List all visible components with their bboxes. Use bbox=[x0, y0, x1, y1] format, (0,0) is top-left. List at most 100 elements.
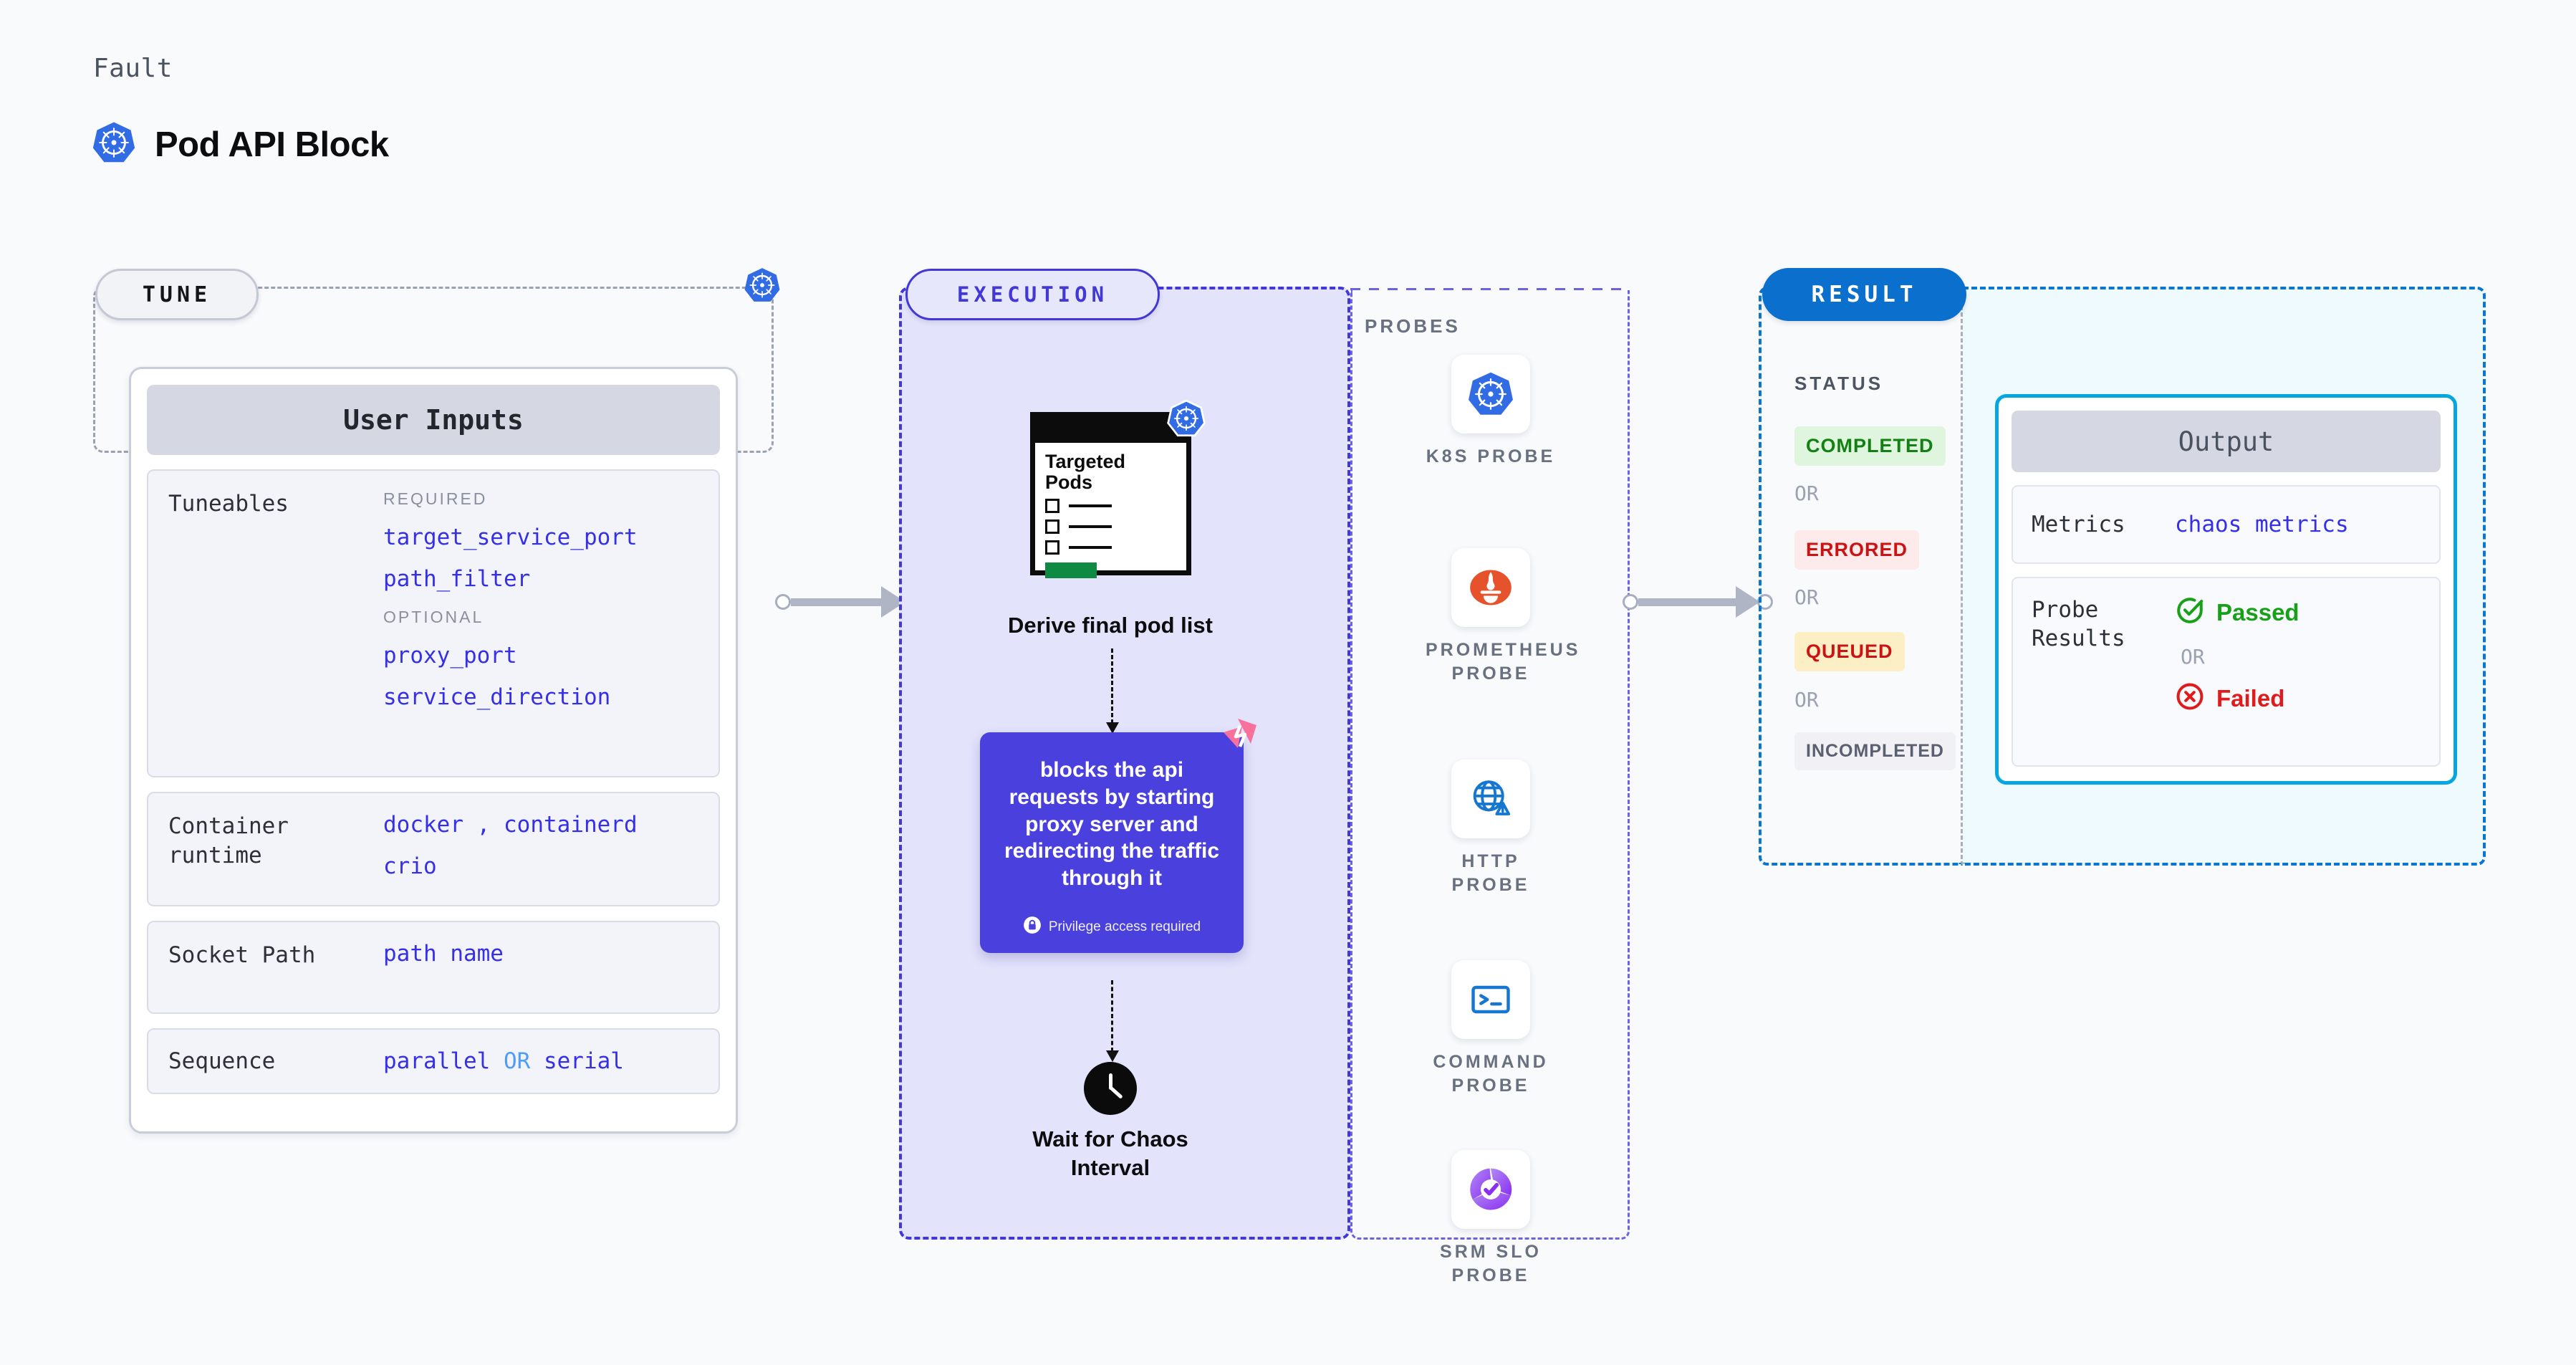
metrics-label: Metrics bbox=[2032, 511, 2125, 537]
metrics-section: Metrics chaos metrics bbox=[2012, 485, 2441, 564]
container-runtime-section: Container runtime docker , containerd cr… bbox=[147, 792, 720, 906]
status-or-2: OR bbox=[1794, 585, 1819, 609]
pod-list-item bbox=[1045, 499, 1176, 514]
passed-label: Passed bbox=[2216, 598, 2299, 626]
green-bar bbox=[1045, 562, 1097, 579]
flow-arrow-derive-to-fault bbox=[1106, 648, 1119, 734]
probe-label: HTTP PROBE bbox=[1451, 851, 1530, 895]
status-badge-queued: QUEUED bbox=[1794, 632, 1905, 671]
x-circle-icon bbox=[2175, 681, 2205, 715]
fault-header: Pod API Block bbox=[92, 120, 389, 168]
check-circle-icon bbox=[2175, 595, 2205, 629]
container-runtime-label: Container runtime bbox=[168, 813, 289, 868]
execution-pill[interactable]: EXECUTION bbox=[905, 269, 1160, 320]
probe-item-prometheus[interactable]: PROMETHEUS PROBE bbox=[1426, 548, 1581, 686]
lock-icon bbox=[1023, 916, 1042, 939]
sequence-or: OR bbox=[503, 1048, 531, 1074]
kubernetes-icon bbox=[1451, 355, 1530, 434]
probe-label: K8S PROBE bbox=[1426, 446, 1556, 466]
tuneables-label: Tuneables bbox=[168, 491, 289, 517]
tuneable-target-service-port[interactable]: target_service_port bbox=[383, 525, 638, 550]
runtime-containerd[interactable]: containerd bbox=[504, 812, 638, 838]
probe-label: PROMETHEUS PROBE bbox=[1426, 640, 1581, 684]
terminal-icon bbox=[1451, 960, 1530, 1039]
connector-bar bbox=[1638, 598, 1737, 606]
targeted-pods-card: Targeted Pods bbox=[1030, 399, 1206, 579]
container-runtime-values: docker , containerd crio bbox=[383, 812, 698, 886]
required-tag: REQUIRED bbox=[383, 489, 488, 508]
flow-arrow-fault-to-wait bbox=[1106, 980, 1119, 1062]
runtime-docker[interactable]: docker bbox=[383, 812, 463, 838]
list-dash bbox=[1069, 546, 1112, 549]
status-section-label: STATUS bbox=[1794, 373, 1884, 394]
connector-start-dot bbox=[1623, 594, 1638, 610]
connector-bar bbox=[791, 598, 883, 606]
status-or-3: OR bbox=[1794, 688, 1819, 712]
prometheus-icon bbox=[1451, 548, 1530, 627]
connector-arrowhead bbox=[1736, 586, 1760, 618]
fault-action-card: blocks the api requests by starting prox… bbox=[980, 719, 1256, 953]
harness-logo bbox=[1216, 717, 1259, 760]
user-inputs-card: User Inputs Tuneables REQUIRED target_se… bbox=[129, 367, 738, 1134]
globe-warning-icon bbox=[1451, 760, 1530, 838]
checkbox-icon bbox=[1045, 540, 1059, 555]
runtime-crio[interactable]: crio bbox=[383, 853, 437, 879]
clock-icon bbox=[1084, 1062, 1137, 1115]
pod-list-item bbox=[1045, 540, 1176, 555]
output-title: Output bbox=[2012, 411, 2441, 472]
probe-result-failed: Failed bbox=[2175, 681, 2421, 715]
status-badge-incompleted: INCOMPLETED bbox=[1794, 732, 1956, 770]
result-pill[interactable]: RESULT bbox=[1762, 268, 1966, 321]
targeted-pods-body: Targeted Pods bbox=[1035, 443, 1186, 587]
list-dash bbox=[1069, 525, 1112, 528]
pod-list-item bbox=[1045, 519, 1176, 535]
user-inputs-title: User Inputs bbox=[147, 385, 720, 455]
probe-result-passed: Passed bbox=[2175, 595, 2421, 629]
checkbox-icon bbox=[1045, 519, 1059, 535]
probe-results-label: Probe Results bbox=[2032, 597, 2125, 652]
socket-path-section: Socket Path path name bbox=[147, 921, 720, 1014]
sequence-parallel[interactable]: parallel bbox=[383, 1048, 491, 1074]
sequence-values: parallel OR serial bbox=[383, 1048, 698, 1074]
wait-for-chaos-caption: Wait for Chaos Interval bbox=[1032, 1126, 1188, 1180]
connector-execution-to-result bbox=[1623, 586, 1773, 618]
sequence-serial[interactable]: serial bbox=[543, 1048, 624, 1074]
list-dash bbox=[1069, 504, 1112, 507]
targeted-pods-title-2: Pods bbox=[1045, 471, 1093, 493]
tune-pill[interactable]: TUNE bbox=[95, 269, 259, 320]
probe-item-srm-slo[interactable]: SRM SLO PROBE bbox=[1426, 1150, 1556, 1288]
window-titlebar bbox=[1035, 417, 1186, 443]
probe-item-http[interactable]: HTTP PROBE bbox=[1426, 760, 1556, 897]
probe-label: COMMAND PROBE bbox=[1433, 1052, 1549, 1096]
tuneable-service-direction[interactable]: service_direction bbox=[383, 684, 611, 710]
metrics-value[interactable]: chaos metrics bbox=[2175, 512, 2349, 537]
tuneables-values: REQUIRED target_service_port path_filter… bbox=[383, 489, 698, 757]
socket-path-label: Socket Path bbox=[168, 942, 316, 968]
srm-slo-icon bbox=[1451, 1150, 1530, 1229]
privilege-badge: Privilege access required bbox=[1023, 916, 1201, 939]
status-badge-errored: ERRORED bbox=[1794, 530, 1920, 570]
probe-item-command[interactable]: COMMAND PROBE bbox=[1426, 960, 1556, 1098]
runtime-separator: , bbox=[476, 812, 491, 838]
socket-path-value[interactable]: path name bbox=[383, 941, 504, 967]
kubernetes-icon bbox=[1167, 399, 1206, 441]
connector-start-dot bbox=[775, 594, 791, 610]
probe-result-or: OR bbox=[2181, 645, 2205, 669]
sequence-label: Sequence bbox=[168, 1048, 276, 1074]
kubernetes-badge-icon bbox=[744, 267, 781, 307]
derive-pod-list-caption: Derive final pod list bbox=[1008, 613, 1213, 638]
probe-item-k8s[interactable]: K8S PROBE bbox=[1426, 355, 1556, 469]
output-card: Output Metrics chaos metrics Probe Resul… bbox=[1995, 394, 2457, 785]
probe-results-section: Probe Results Passed OR bbox=[2012, 577, 2441, 767]
status-or-1: OR bbox=[1794, 482, 1819, 505]
connector-tune-to-execution bbox=[775, 586, 918, 618]
tuneable-path-filter[interactable]: path_filter bbox=[383, 566, 531, 592]
privilege-badge-text: Privilege access required bbox=[1048, 919, 1201, 934]
probes-section-label: PROBES bbox=[1365, 315, 1461, 337]
tuneable-proxy-port[interactable]: proxy_port bbox=[383, 643, 517, 669]
probe-label: SRM SLO PROBE bbox=[1440, 1242, 1542, 1285]
checkbox-icon bbox=[1045, 499, 1059, 514]
status-badge-completed: COMPLETED bbox=[1794, 426, 1946, 466]
probe-results-values: Passed OR Failed bbox=[2175, 595, 2421, 748]
